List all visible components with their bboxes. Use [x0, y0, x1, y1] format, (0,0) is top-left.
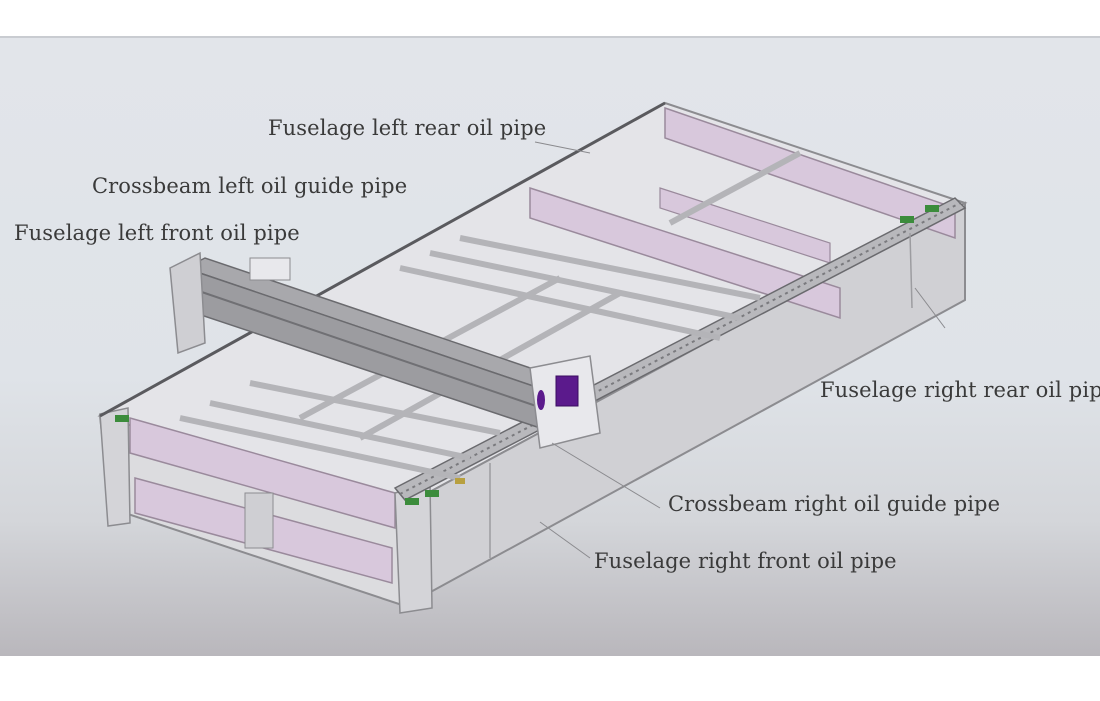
label-fuselage-right-front: Fuselage right front oil pipe — [594, 549, 897, 573]
laser-head — [555, 375, 579, 407]
diagram-canvas: Fuselage left rear oil pipe Crossbeam le… — [0, 36, 1100, 656]
label-fuselage-left-front: Fuselage left front oil pipe — [14, 221, 300, 245]
gantry-rail-line — [189, 287, 543, 409]
label-fuselage-right-rear: Fuselage right rear oil pipe — [820, 378, 1100, 402]
rail-markers — [115, 205, 939, 505]
label-crossbeam-left: Crossbeam left oil guide pipe — [92, 174, 408, 198]
right-wall-seam-2 — [909, 232, 913, 309]
right-rail-rack — [399, 202, 961, 495]
front-panel-upper — [129, 417, 396, 529]
laser-machine-illustration — [97, 101, 968, 614]
rear-panel — [664, 106, 956, 240]
gantry-motor — [249, 257, 291, 281]
left-rail — [99, 101, 666, 418]
front-left-post — [99, 407, 131, 527]
leader-lines — [534, 141, 946, 559]
inner-rear-panel — [529, 186, 841, 320]
label-fuselage-left-rear: Fuselage left rear oil pipe — [268, 116, 547, 140]
laser-nozzle — [537, 390, 545, 410]
front-center-post — [244, 492, 274, 549]
label-crossbeam-right: Crossbeam right oil guide pipe — [668, 492, 1001, 516]
gantry-left-end — [169, 251, 206, 355]
